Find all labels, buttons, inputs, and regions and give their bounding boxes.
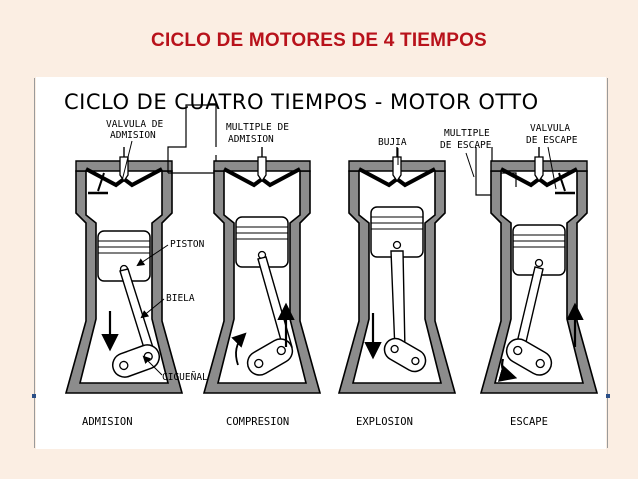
label-multiple-admision-2: ADMISION — [228, 134, 274, 145]
leader-valvula-admision — [121, 140, 133, 182]
cylinder-explosion — [337, 145, 457, 395]
leader-piston — [136, 244, 169, 267]
bullet-dot-left — [32, 394, 36, 398]
cylinder-escape — [479, 145, 599, 395]
label-valvula-admision-2: ADMISION — [110, 130, 156, 141]
label-multiple-escape-2: DE ESCAPE — [440, 140, 492, 151]
label-valvula-escape-2: DE ESCAPE — [526, 135, 578, 146]
label-piston: PISTON — [170, 239, 205, 250]
label-multiple-admision-1: MULTIPLE DE — [226, 122, 289, 133]
stroke-label-admision: ADMISION — [82, 416, 133, 428]
leader-multiple-escape — [465, 152, 475, 178]
label-multiple-escape-1: MULTIPLE — [444, 128, 490, 139]
cylinder-admision — [64, 145, 184, 395]
slide-title: CICLO DE MOTORES DE 4 TIEMPOS — [151, 30, 487, 51]
stroke-label-explosion: EXPLOSION — [356, 416, 413, 428]
leader-biela — [140, 298, 165, 319]
leader-ciguenal — [142, 355, 163, 376]
stroke-label-compresion: COMPRESION — [226, 416, 289, 428]
leader-valvula-escape — [547, 146, 557, 190]
frame-left-rule — [34, 78, 35, 448]
diagram-heading: CICLO DE CUATRO TIEMPOS - MOTOR OTTO — [64, 90, 539, 114]
label-ciguenal: CIGUEÑAL — [162, 372, 208, 383]
engine-diagram: CICLO DE CUATRO TIEMPOS - MOTOR OTTO — [36, 77, 606, 449]
cylinder-compresion — [202, 145, 322, 395]
stroke-label-escape: ESCAPE — [510, 416, 548, 428]
label-bujia: BUJIA — [378, 137, 407, 148]
label-biela: BIELA — [166, 293, 195, 304]
bullet-dot-right — [606, 394, 610, 398]
label-valvula-admision-1: VALVULA DE — [106, 119, 163, 130]
label-valvula-escape-1: VALVULA — [530, 123, 570, 134]
frame-right-rule — [607, 78, 608, 448]
